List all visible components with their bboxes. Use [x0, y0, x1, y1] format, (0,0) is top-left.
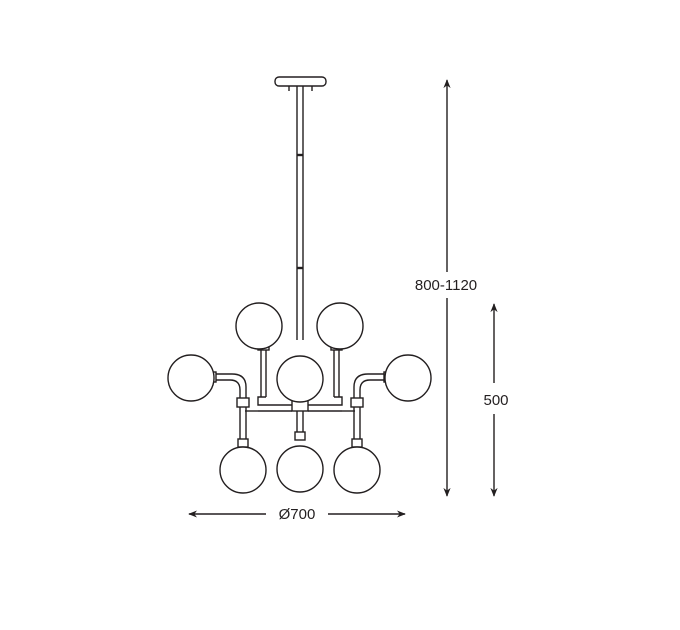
globe-side-right [384, 354, 432, 402]
horizontal-arms [245, 396, 355, 412]
diameter-label: Ø700 [279, 506, 316, 523]
total-height-label: 800-1120 [415, 277, 477, 294]
lower-center-downrod [294, 431, 306, 441]
globe-side-left [167, 354, 215, 402]
globe-lower-center [276, 445, 324, 493]
chandelier [167, 76, 432, 494]
suspension-rod [296, 86, 304, 340]
ceiling-canopy [274, 76, 327, 91]
globe-upper-left [235, 302, 283, 350]
globe-center [276, 355, 324, 403]
lower-left-downrod [237, 407, 249, 448]
right-curved-arm [350, 371, 390, 408]
lower-right-downrod [351, 407, 363, 448]
globe-upper-right [316, 302, 364, 350]
upper-left-riser [257, 344, 270, 397]
body-height-label: 500 [483, 392, 508, 409]
globe-lower-right [333, 446, 381, 494]
left-curved-arm [210, 371, 250, 408]
globe-lower-left [219, 446, 267, 494]
upper-right-riser [330, 344, 343, 397]
dimensions [188, 79, 498, 518]
